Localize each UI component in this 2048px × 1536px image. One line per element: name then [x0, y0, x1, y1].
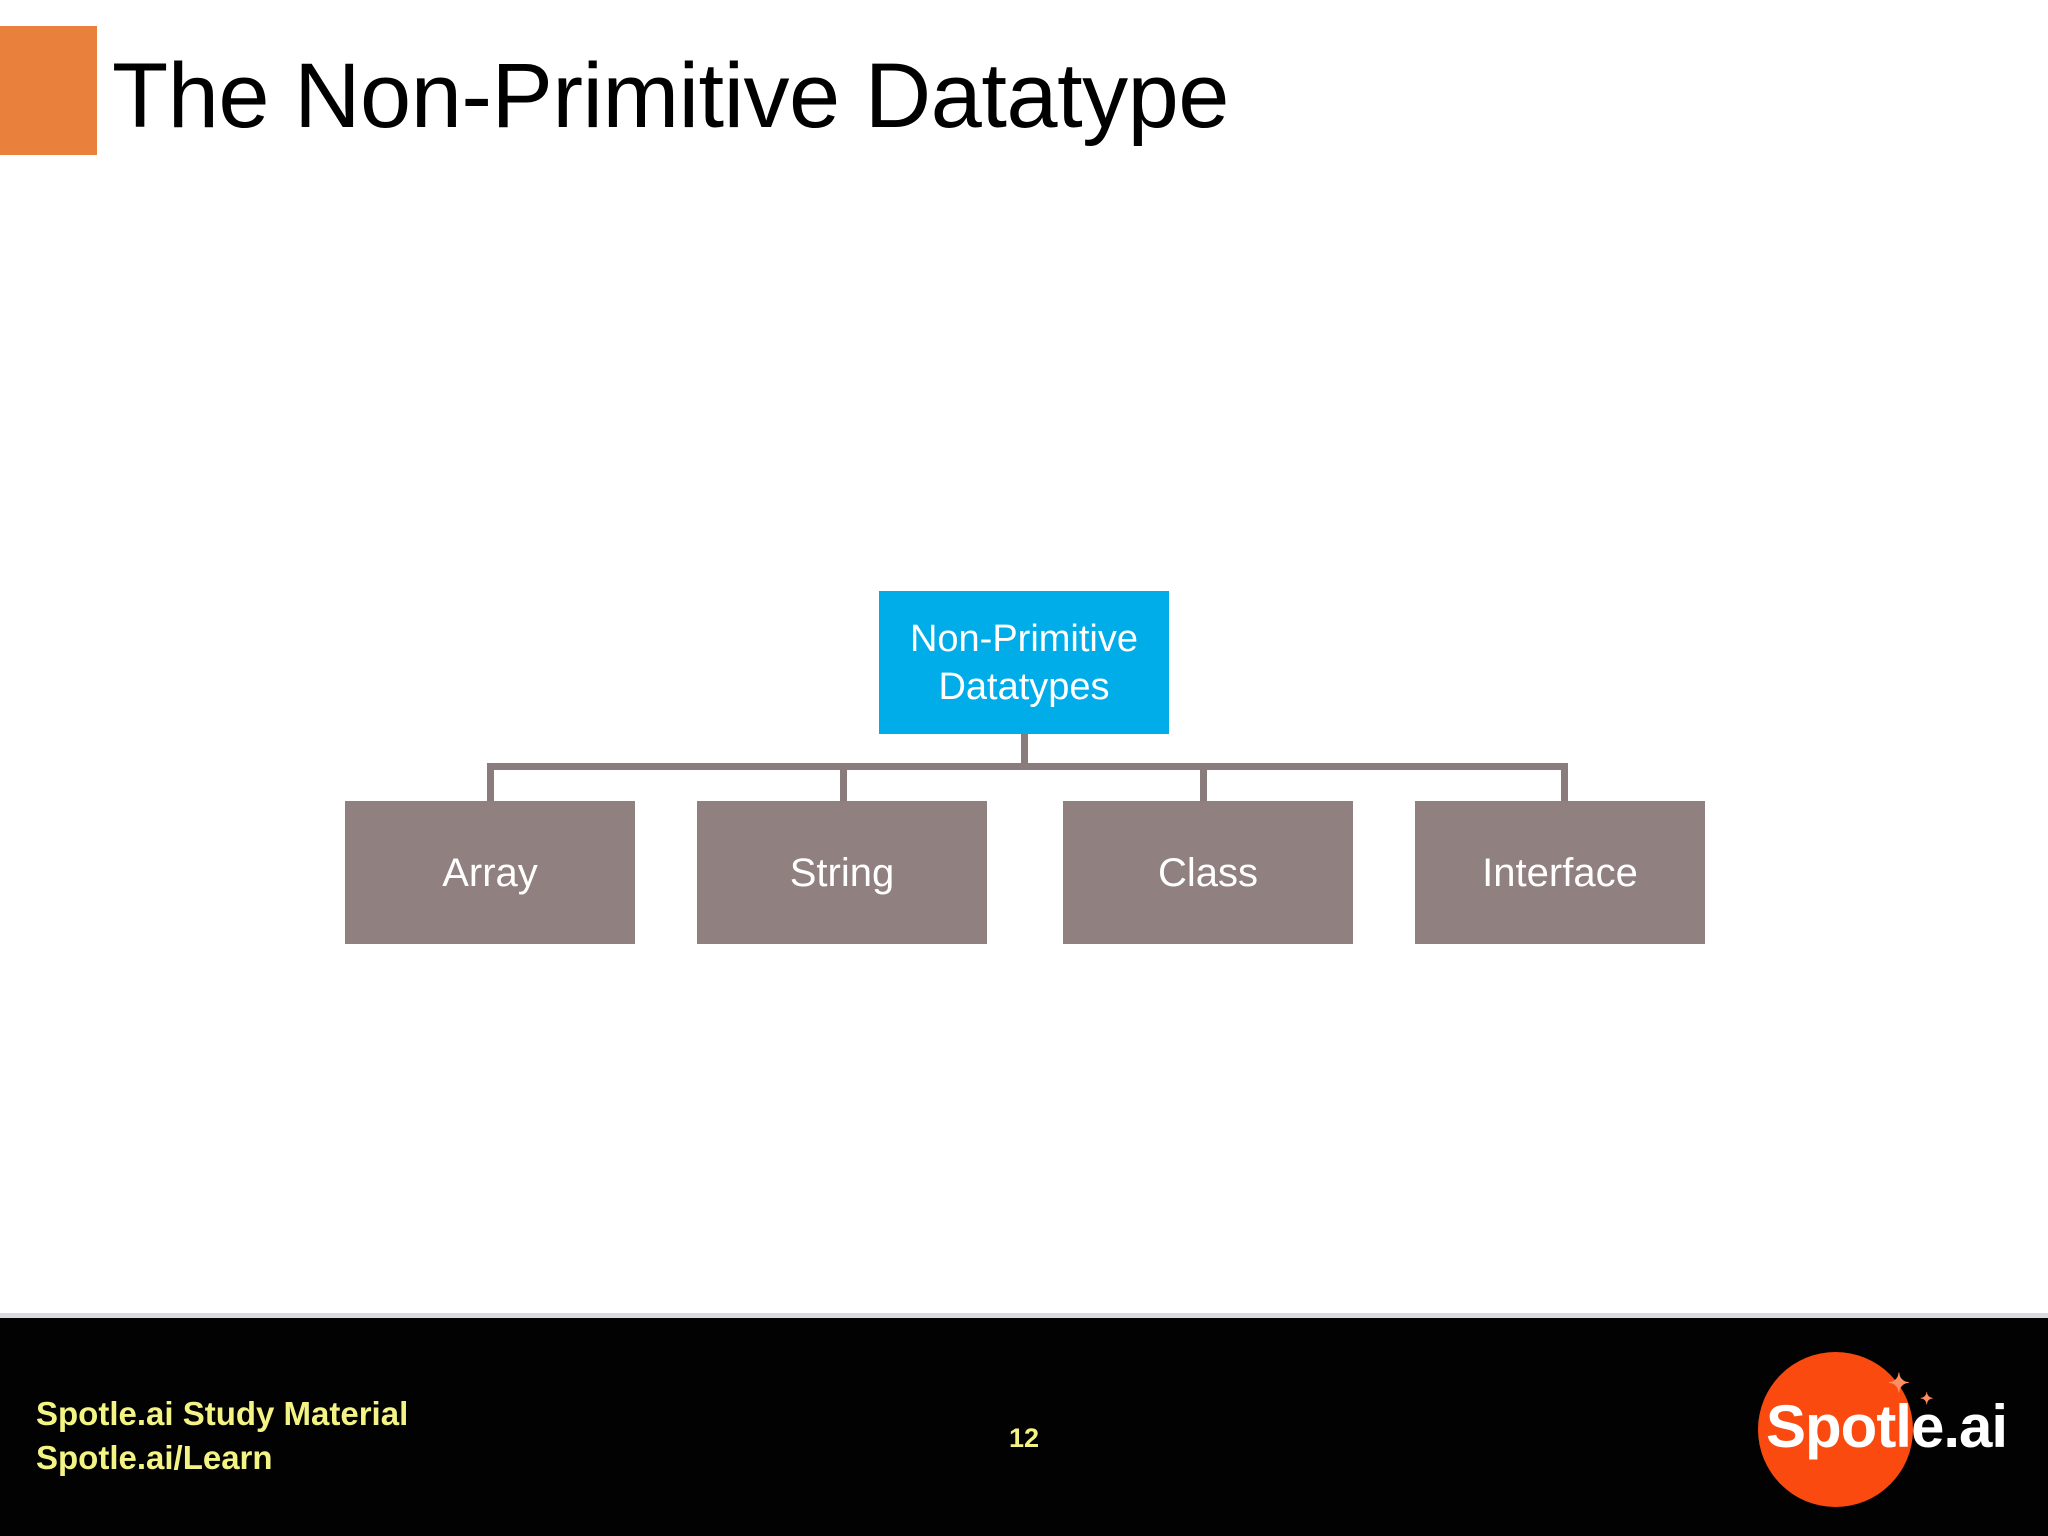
connector-drop-interface: [1561, 763, 1568, 803]
logo-circle-icon: [1758, 1352, 1913, 1507]
connector-root-stem: [1021, 734, 1028, 768]
sparkle-icon-large: ✦: [1888, 1368, 1910, 1398]
footer-attribution: Spotle.ai Study Material Spotle.ai/Learn: [36, 1392, 408, 1480]
root-label-line-1: Non-Primitive: [909, 617, 1139, 660]
connector-drop-array: [487, 763, 494, 803]
page-number: 12: [1008, 1423, 1040, 1453]
footer-divider: [0, 1313, 2048, 1318]
diagram-node-root-label: Non-Primitive Datatypes: [910, 615, 1138, 711]
page-title: The Non-Primitive Datatype: [112, 45, 1229, 147]
footer-bar: [0, 1318, 2048, 1536]
diagram-node-string[interactable]: String: [697, 801, 987, 944]
diagram-node-array[interactable]: Array: [345, 801, 635, 944]
diagram-node-root[interactable]: Non-Primitive Datatypes: [879, 591, 1169, 734]
sparkle-icon-small: ✦: [1920, 1391, 1934, 1408]
footer-line-1: Spotle.ai Study Material: [36, 1395, 409, 1432]
connector-drop-class: [1200, 763, 1207, 803]
connector-horizontal-bus: [487, 763, 1568, 770]
diagram-node-interface[interactable]: Interface: [1415, 801, 1705, 944]
footer-line-2[interactable]: Spotle.ai/Learn: [36, 1439, 273, 1476]
diagram-node-class-label: Class: [1157, 850, 1259, 895]
diagram-node-interface-label: Interface: [1482, 850, 1638, 895]
diagram-node-array-label: Array: [442, 850, 538, 895]
diagram-node-string-label: String: [789, 850, 895, 895]
title-accent-bar: [0, 26, 97, 155]
root-label-line-2: Datatypes: [938, 665, 1110, 708]
logo-wordmark: Spotle.ai: [1766, 1393, 2008, 1460]
connector-drop-string: [840, 763, 847, 803]
spotle-ai-logo[interactable]: Spotle.ai ✦ ✦: [1740, 1340, 2030, 1520]
diagram-node-class[interactable]: Class: [1063, 801, 1353, 944]
